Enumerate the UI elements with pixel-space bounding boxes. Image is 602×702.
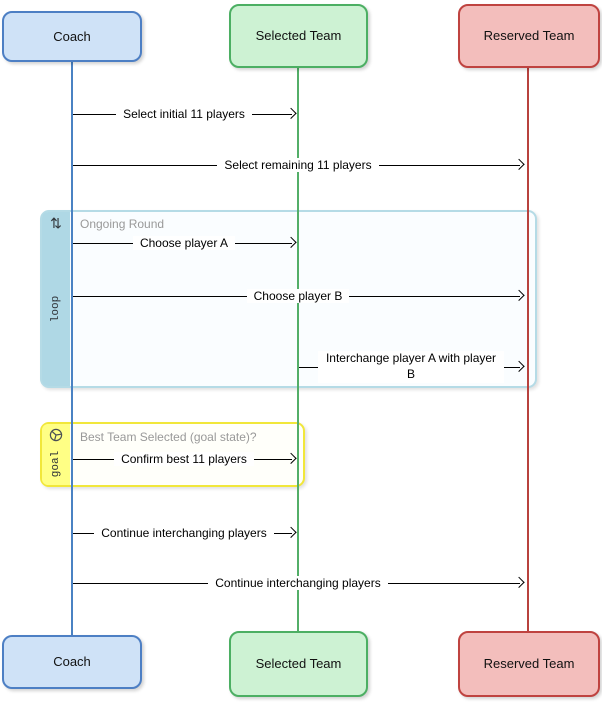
- message-select-initial-players: Select initial 11 players: [72, 103, 297, 125]
- arrowhead-icon: [285, 236, 297, 249]
- goal-frame-strip: goal: [42, 424, 70, 485]
- message-label: Select initial 11 players: [116, 107, 252, 121]
- loop-frame-strip: ⇅ loop: [42, 212, 70, 386]
- actor-label: Selected Team: [255, 28, 342, 44]
- loop-frame-title: Ongoing Round: [80, 217, 165, 231]
- message-choose-player-a: Choose player A: [72, 232, 297, 254]
- message-label: Continue interchanging players: [208, 576, 388, 590]
- message-label: Choose player B: [246, 289, 350, 303]
- actor-reserved-team-bottom: Reserved Team: [458, 631, 600, 697]
- message-label: Confirm best 11 players: [114, 452, 254, 466]
- lifeline-selected-team: [297, 68, 299, 631]
- arrowhead-icon: [285, 526, 297, 539]
- goal-icon: [49, 427, 63, 442]
- loop-frame: ⇅ loop Ongoing Round: [40, 210, 537, 388]
- message-continue-interchanging-reserved: Continue interchanging players: [72, 572, 525, 594]
- goal-frame: goal Best Team Selected (goal state)?: [40, 422, 305, 487]
- actor-label: Coach: [53, 28, 91, 44]
- arrowhead-icon: [285, 107, 297, 120]
- message-label: Interchange player A with player B: [318, 351, 504, 383]
- arrowhead-icon: [513, 289, 525, 302]
- arrowhead-icon: [513, 576, 525, 589]
- actor-label: Reserved Team: [483, 656, 575, 672]
- message-interchange-players: Interchange player A with player B: [298, 349, 525, 385]
- arrowhead-icon: [513, 360, 525, 373]
- actor-reserved-team-top: Reserved Team: [458, 4, 600, 68]
- lifeline-coach: [71, 62, 73, 635]
- goal-frame-tag: goal: [50, 450, 62, 477]
- goal-frame-title: Best Team Selected (goal state)?: [80, 430, 257, 444]
- actor-selected-team-top: Selected Team: [229, 4, 368, 68]
- message-label: Choose player A: [132, 236, 236, 250]
- lifeline-reserved-team: [527, 68, 529, 631]
- message-continue-interchanging-selected: Continue interchanging players: [72, 522, 297, 544]
- actor-label: Selected Team: [255, 656, 342, 672]
- message-choose-player-b: Choose player B: [72, 285, 525, 307]
- actor-label: Reserved Team: [483, 28, 575, 44]
- actor-coach-bottom: Coach: [2, 635, 142, 689]
- arrowhead-icon: [513, 158, 525, 171]
- actor-label: Coach: [53, 654, 91, 670]
- arrowhead-icon: [285, 452, 297, 465]
- message-confirm-best-players: Confirm best 11 players: [72, 448, 297, 470]
- message-label: Continue interchanging players: [94, 526, 274, 540]
- loop-icon: ⇅: [50, 215, 62, 231]
- loop-frame-tag: loop: [50, 295, 62, 322]
- message-label: Select remaining 11 players: [217, 158, 379, 172]
- message-select-remaining-players: Select remaining 11 players: [72, 154, 525, 176]
- actor-coach-top: Coach: [2, 11, 142, 62]
- actor-selected-team-bottom: Selected Team: [229, 631, 368, 697]
